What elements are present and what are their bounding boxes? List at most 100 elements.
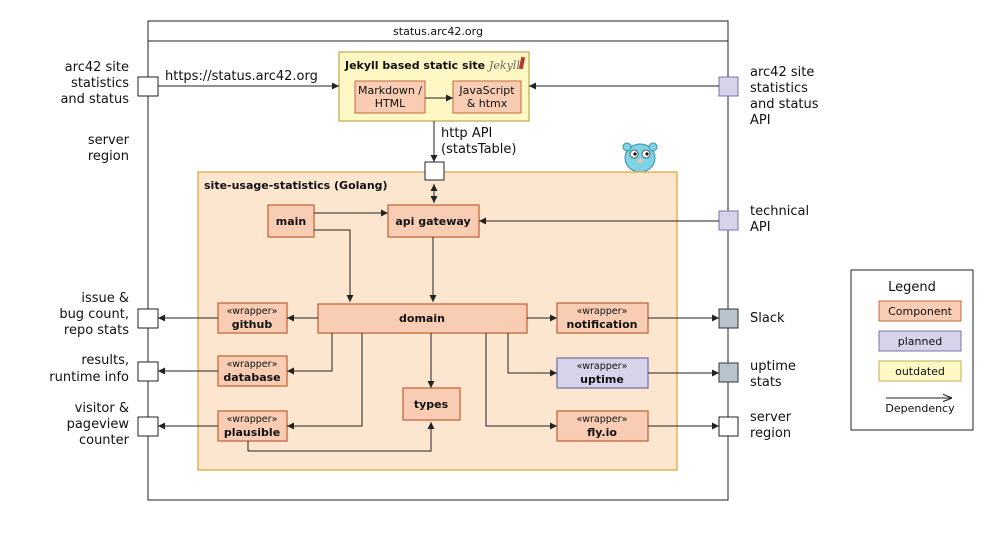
label-right-slack: Slack xyxy=(750,311,785,326)
flyio-wrapper: «wrapper» fly.io xyxy=(556,410,649,442)
svg-text:repo stats: repo stats xyxy=(64,323,129,338)
svg-text:api gateway: api gateway xyxy=(395,215,470,228)
svg-text:results,: results, xyxy=(81,353,129,368)
edge-label-url: https://status.arc42.org xyxy=(165,69,318,84)
legend: Legend Component planned outdated Depend… xyxy=(850,269,974,431)
svg-text:and status: and status xyxy=(60,92,129,107)
api-gateway-component: api gateway xyxy=(387,204,480,238)
svg-text:JavaScript: JavaScript xyxy=(458,84,515,97)
label-left-region: server region xyxy=(88,133,130,164)
svg-text:& htmx: & htmx xyxy=(467,97,508,110)
svg-text:HTML: HTML xyxy=(375,97,406,110)
legend-planned-label: planned xyxy=(898,335,942,348)
svg-text:domain: domain xyxy=(399,312,445,325)
system-title: status.arc42.org xyxy=(393,25,483,38)
svg-text:«wrapper»: «wrapper» xyxy=(577,306,628,317)
edge-plausible-types xyxy=(247,422,435,452)
svg-text:API: API xyxy=(750,113,771,128)
jekyll-logo: Jekyll xyxy=(487,59,520,72)
svg-text:arc42 site: arc42 site xyxy=(65,60,129,75)
uptime-wrapper: «wrapper» uptime xyxy=(556,357,649,389)
svg-text:region: region xyxy=(88,149,129,164)
label-left-database: results, runtime info xyxy=(49,353,129,385)
label-right-tech: technical API xyxy=(750,204,809,235)
jekyll-logo-tube xyxy=(518,56,526,70)
svg-text:region: region xyxy=(750,426,791,441)
port-left-database xyxy=(137,361,159,382)
svg-text:database: database xyxy=(223,371,280,384)
plausible-wrapper: «wrapper» plausible xyxy=(217,410,288,442)
svg-text:statistics: statistics xyxy=(750,81,808,96)
port-right-tech xyxy=(718,210,739,231)
svg-text:stats: stats xyxy=(750,375,782,390)
svg-text:github: github xyxy=(232,318,273,331)
label-right-region: server region xyxy=(750,410,792,441)
edge-domain-database xyxy=(287,333,333,375)
edge-label-statstable: (statsTable) xyxy=(441,142,516,157)
legend-planned-swatch xyxy=(878,330,962,352)
svg-text:types: types xyxy=(414,398,449,411)
svg-text:technical: technical xyxy=(750,204,809,219)
svg-text:«wrapper»: «wrapper» xyxy=(577,361,628,372)
svg-text:main: main xyxy=(276,215,307,228)
svg-text:Markdown /: Markdown / xyxy=(358,84,422,97)
svg-text:fly.io: fly.io xyxy=(587,426,617,439)
legend-component-swatch xyxy=(878,300,962,322)
javascript-htmx-box: JavaScript & htmx xyxy=(452,80,522,114)
legend-outdated-label: outdated xyxy=(895,365,945,378)
legend-dependency-label: Dependency xyxy=(885,402,955,415)
svg-text:pageview: pageview xyxy=(67,417,130,432)
legend-outdated-swatch xyxy=(878,360,962,382)
svg-text:bug count,: bug count, xyxy=(59,307,129,322)
edge-label-http-api: http API xyxy=(441,126,492,141)
database-wrapper: «wrapper» database xyxy=(217,355,288,387)
label-left-github: issue & bug count, repo stats xyxy=(59,291,129,338)
svg-text:arc42 site: arc42 site xyxy=(750,65,814,80)
svg-text:counter: counter xyxy=(79,433,130,448)
svg-text:issue &: issue & xyxy=(81,291,129,306)
label-left-stats: arc42 site statistics and status xyxy=(60,60,129,107)
edge-domain-uptime xyxy=(507,333,557,377)
label-right-stats: arc42 site statistics and status API xyxy=(750,65,819,128)
port-api-gateway xyxy=(424,161,445,181)
port-right-region xyxy=(718,416,739,437)
markdown-html-box: Markdown / HTML xyxy=(354,80,426,114)
gopher-mascot xyxy=(622,142,658,173)
main-component: main xyxy=(267,204,315,238)
svg-text:visitor &: visitor & xyxy=(75,401,129,416)
port-left-stats xyxy=(137,76,159,97)
port-right-uptime xyxy=(718,362,739,383)
svg-text:notification: notification xyxy=(567,318,638,331)
svg-text:statistics: statistics xyxy=(71,76,129,91)
svg-text:and status: and status xyxy=(750,97,819,112)
label-right-uptime: uptime stats xyxy=(750,359,796,390)
svg-text:API: API xyxy=(750,220,771,235)
edge-main-domain xyxy=(314,229,354,302)
svg-text:«wrapper»: «wrapper» xyxy=(227,359,278,370)
port-left-plausible xyxy=(137,416,159,437)
svg-text:«wrapper»: «wrapper» xyxy=(227,414,278,425)
legend-title: Legend xyxy=(888,280,936,295)
svg-text:Slack: Slack xyxy=(750,311,785,326)
types-component: types xyxy=(402,387,461,421)
port-right-stats xyxy=(718,76,739,97)
edge-domain-plausible xyxy=(287,333,363,430)
svg-text:server: server xyxy=(88,133,130,148)
github-wrapper: «wrapper» github xyxy=(217,302,288,334)
svg-text:uptime: uptime xyxy=(750,359,796,374)
svg-text:server: server xyxy=(750,410,792,425)
domain-component: domain xyxy=(317,303,528,334)
golang-title: site-usage-statistics (Golang) xyxy=(204,179,388,192)
svg-text:plausible: plausible xyxy=(224,426,280,439)
label-left-plausible: visitor & pageview counter xyxy=(67,401,130,448)
jekyll-site-title: Jekyll based static site xyxy=(344,59,485,72)
svg-text:«wrapper»: «wrapper» xyxy=(577,414,628,425)
legend-component-label: Component xyxy=(888,305,953,318)
notification-wrapper: «wrapper» notification xyxy=(556,302,649,334)
jekyll-site: Jekyll based static site Jekyll Markdown… xyxy=(338,51,530,122)
edge-domain-flyio xyxy=(485,333,557,430)
svg-text:runtime info: runtime info xyxy=(49,370,129,385)
svg-text:«wrapper»: «wrapper» xyxy=(227,306,278,317)
port-left-github xyxy=(137,308,159,329)
